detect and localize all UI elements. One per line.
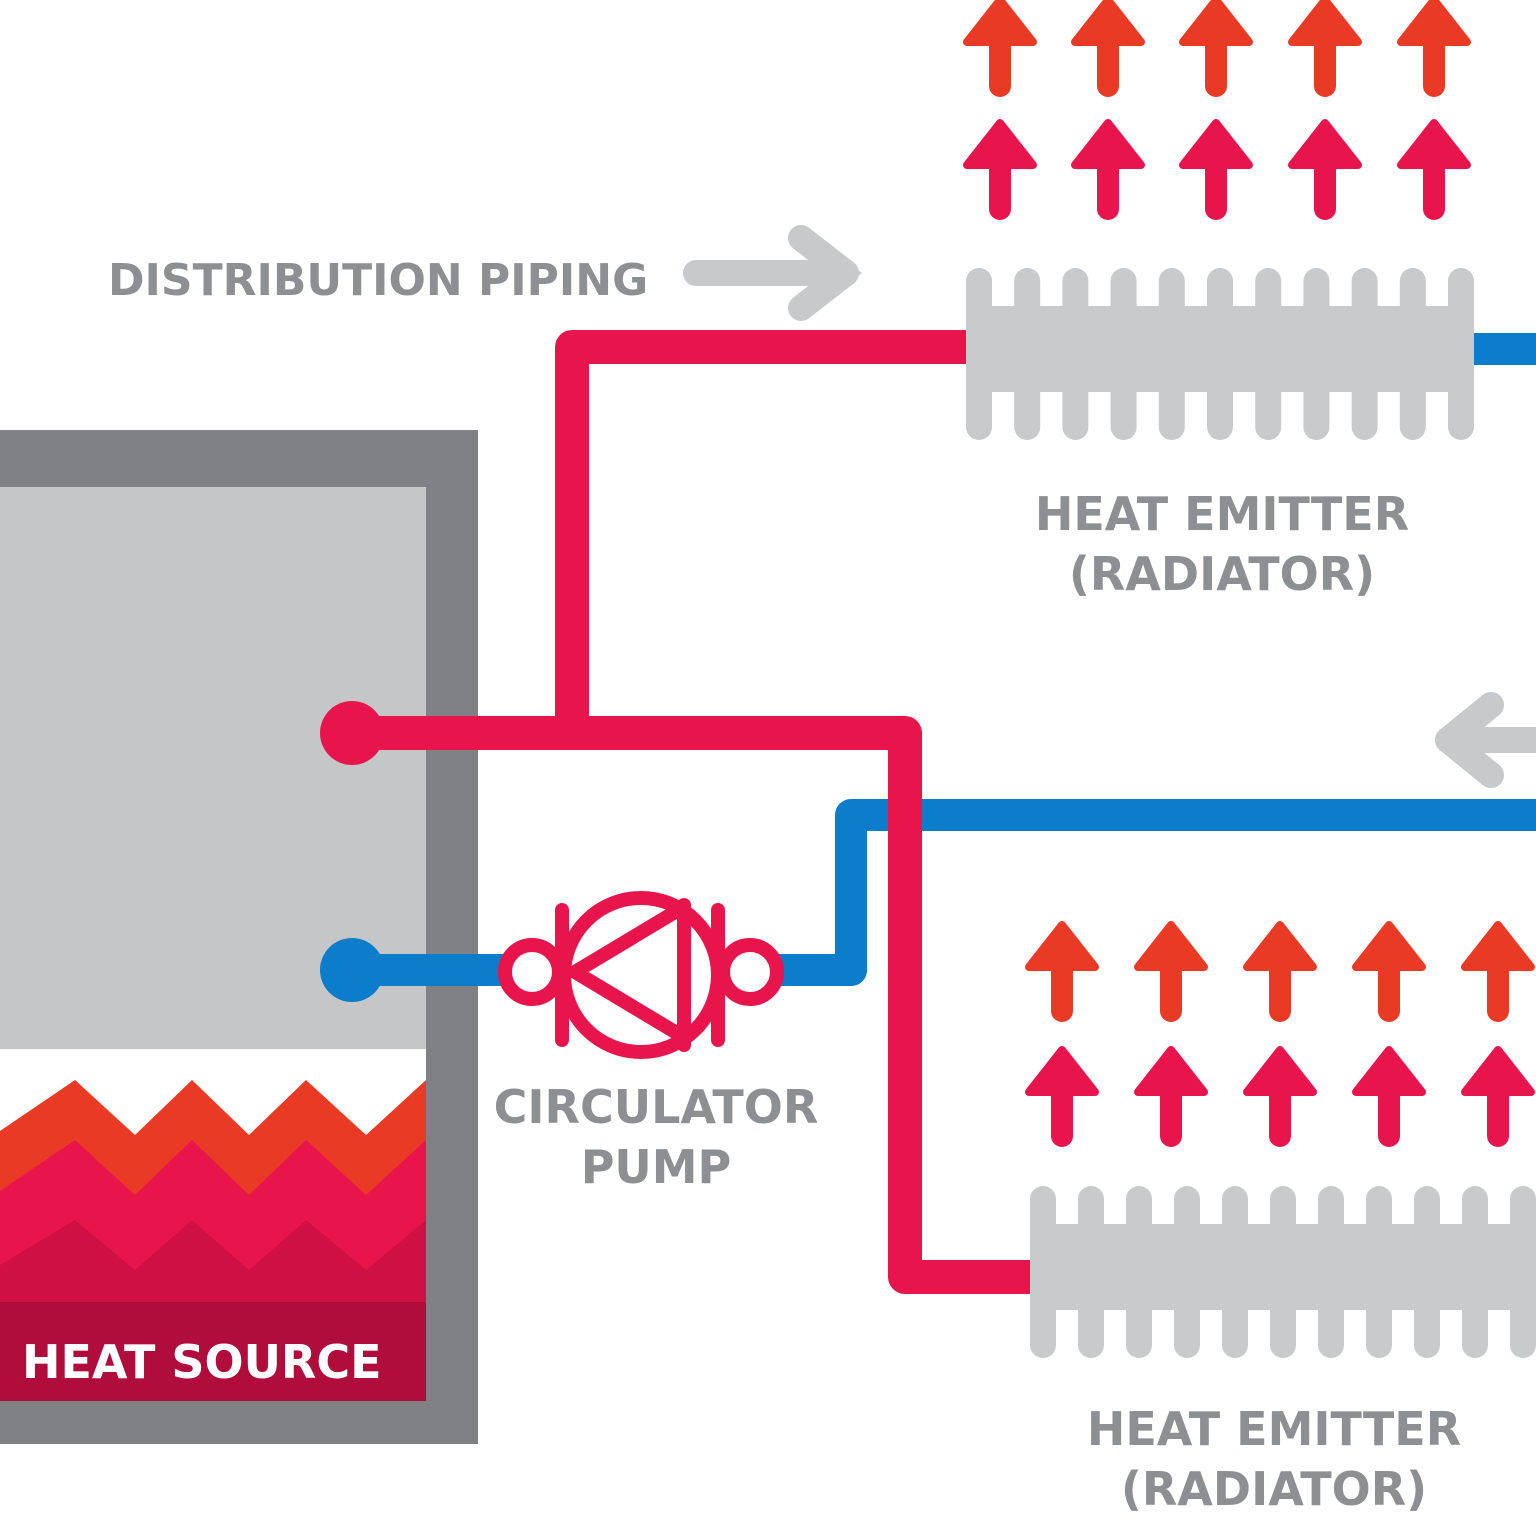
arrow-up-icon: [1397, 119, 1471, 220]
heat-arrows-top: [963, 0, 1471, 220]
radiator-icon: [1030, 1186, 1536, 1358]
arrow-up-icon: [1134, 921, 1208, 1022]
radiator-body: [1030, 1224, 1536, 1310]
arrow-up-icon: [1243, 921, 1317, 1022]
arrow-left-icon: [1435, 692, 1536, 788]
arrow-up-icon: [963, 0, 1037, 97]
pump-icon: [344, 891, 867, 1059]
boiler: HEAT SOURCE: [0, 430, 478, 1444]
arrow-up-icon: [1352, 921, 1426, 1022]
arrow-right-icon: [683, 225, 862, 321]
arrow-up-icon: [1179, 0, 1253, 97]
arrow-up-icon: [1352, 1046, 1426, 1147]
circulator-pump-label-line2: PUMP: [581, 1140, 732, 1194]
supply-pipe-main: [352, 716, 1040, 1294]
arrow-up-icon: [963, 119, 1037, 220]
heat-emitter-top-label-line1: HEAT EMITTER: [1035, 487, 1409, 541]
heat-source-label: HEAT SOURCE: [22, 1335, 382, 1389]
heat-emitter-top-label-line2: (RADIATOR): [1069, 547, 1375, 601]
arrow-up-icon: [1134, 1046, 1208, 1147]
arrow-up-icon: [1071, 119, 1145, 220]
heat-source-band: [0, 1302, 426, 1401]
arrow-up-icon: [1025, 1046, 1099, 1147]
heat-arrows-bottom: [1025, 921, 1535, 1147]
arrow-up-icon: [1288, 0, 1362, 97]
arrow-up-icon: [1397, 0, 1471, 97]
circulator-pump-label-line1: CIRCULATOR: [494, 1080, 819, 1134]
return-piping: [352, 333, 1536, 986]
distribution-piping-label: DISTRIBUTION PIPING: [108, 255, 648, 306]
radiator-body: [966, 306, 1474, 392]
arrow-up-icon: [1461, 921, 1535, 1022]
arrow-up-icon: [1243, 1046, 1317, 1147]
arrow-up-icon: [1288, 119, 1362, 220]
arrow-up-icon: [1071, 0, 1145, 97]
heat-emitter-bottom-label-line2: (RADIATOR): [1121, 1462, 1427, 1516]
arrow-up-icon: [1025, 921, 1099, 1022]
radiator-icon: [966, 268, 1474, 440]
supply-connection: [320, 701, 384, 765]
heat-emitter-bottom-label-line1: HEAT EMITTER: [1087, 1402, 1461, 1456]
supply-piping: [352, 330, 1040, 1294]
supply-pipe-riser: [555, 330, 980, 733]
arrow-up-icon: [1179, 119, 1253, 220]
arrow-up-icon: [1461, 1046, 1535, 1147]
